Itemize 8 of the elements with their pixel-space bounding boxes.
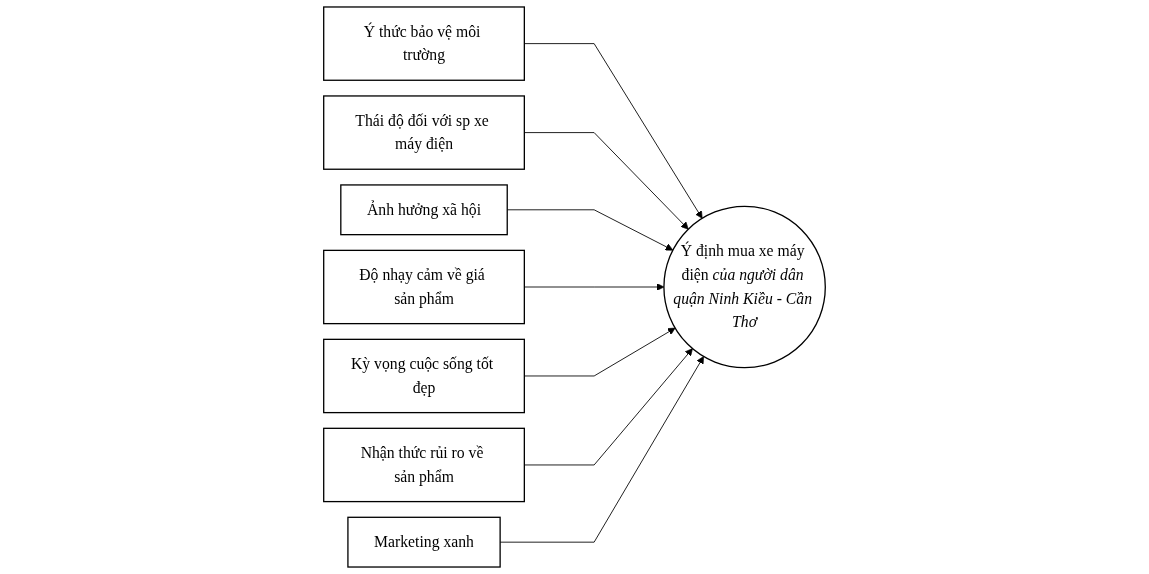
node-circle: Ý định mua xe máy điện của người dân quận Ninh Kiều - Cần Thơ (663, 205, 826, 369)
node-box: Nhận thức rủi ro về sản phẩm (323, 427, 525, 503)
node-box: Ý thức bảo vệ môi trường (323, 6, 525, 81)
node-box: Kỳ vọng cuộc sống tốt đẹp (323, 338, 525, 414)
node-box: Độ nhạy cảm về giá sản phẩm (323, 249, 525, 325)
node-box: Ảnh hưởng xã hội (340, 184, 508, 236)
node-box: Marketing xanh (347, 516, 501, 568)
node-box: Thái độ đối với sp xe máy điện (323, 95, 525, 170)
